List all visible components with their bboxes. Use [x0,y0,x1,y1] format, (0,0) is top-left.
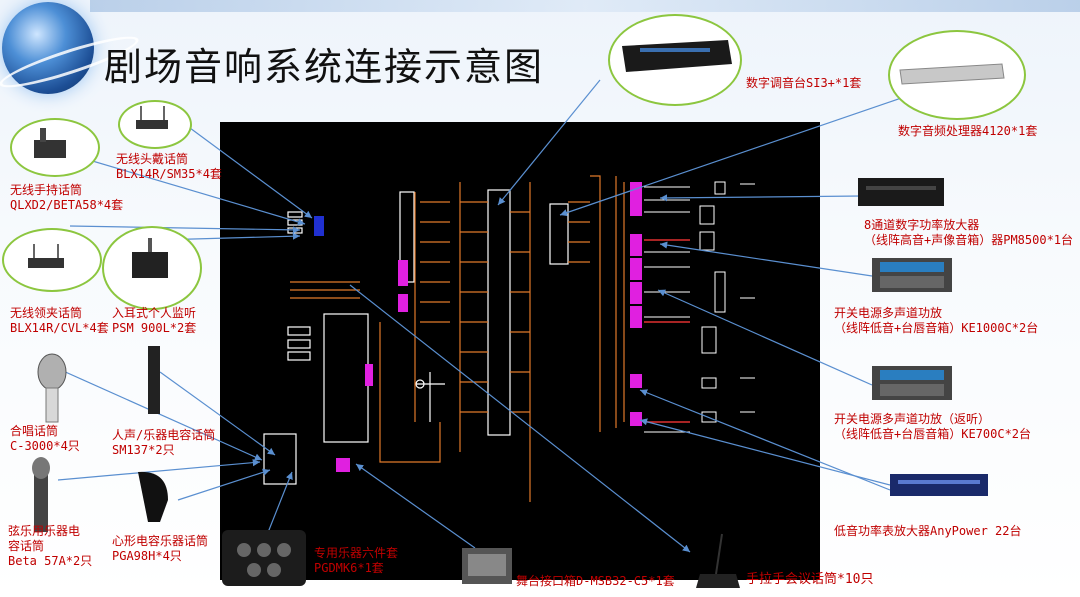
stage-box-icon [462,548,512,584]
header-strip [90,0,1080,12]
label-stage-box: 舞台接口箱D-MSB32-C5*1套 [516,574,675,588]
globe-logo-icon [0,2,143,96]
label-dsp: 数字音频处理器4120*1套 [898,124,1038,138]
page-title: 剧场音响系统连接示意图 [104,45,545,89]
label-amp-sub: 低音功率表放大器AnyPower 22台 [834,524,1022,538]
drum-mic-case-icon [222,530,306,586]
amplifier-icon [858,178,944,206]
processor-icon [899,63,1005,85]
microphone-icon [136,106,168,129]
wiring-schematic [220,122,820,580]
label-amp-ke1000: 开关电源多声道功放（线阵低音+台唇音箱）KE1000C*2台 [834,306,1039,335]
mixer-icon [622,40,732,72]
label-amp-ke700: 开关电源多声道功放（返听）（线阵低音+台唇音箱）KE700C*2台 [834,412,1032,441]
label-conference-mic: 手拉手会议话筒*10只 [746,572,874,587]
label-amp-8ch: 8通道数字功率放大器（线阵高音+声像音箱）器PM8500*1台 [864,218,1074,247]
label-digital-mixer: 数字调音台SI3+*1套 [746,76,862,90]
